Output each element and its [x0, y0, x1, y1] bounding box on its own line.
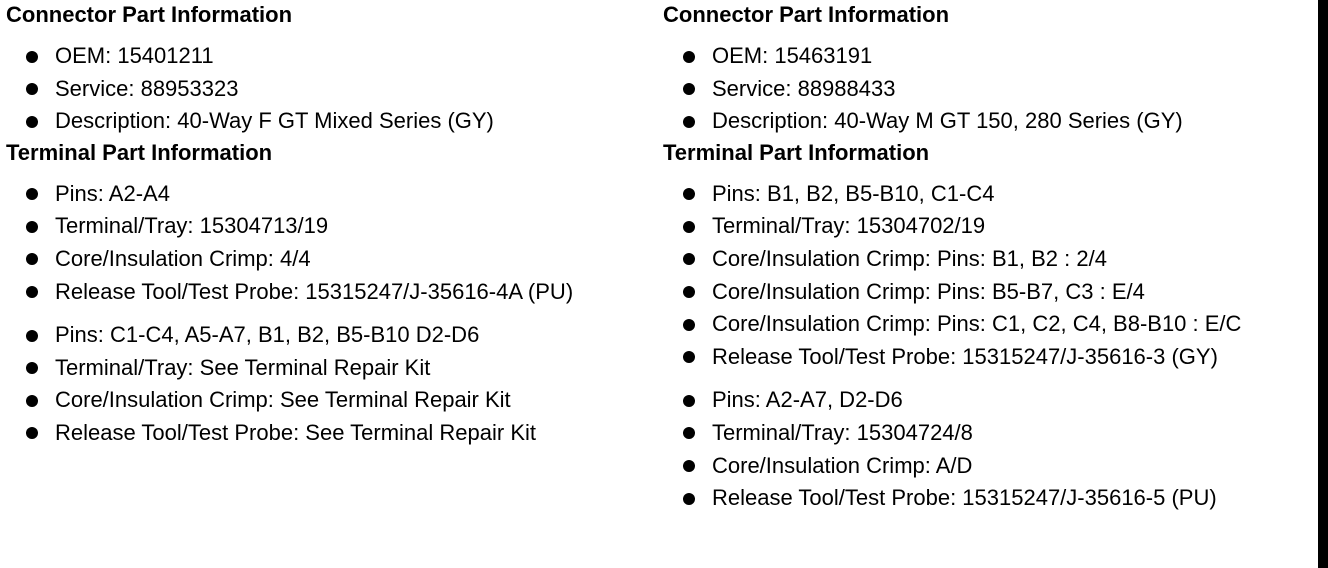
bullet-icon [26, 83, 38, 96]
connector-part-list: OEM: 15401211 Service: 88953323 Descript… [6, 40, 656, 138]
list-item: Core/Insulation Crimp: Pins: B1, B2 : 2/… [663, 243, 1318, 276]
list-item: Pins: A2-A7, D2-D6 [663, 384, 1318, 417]
terminal-part-list-2: Pins: A2-A7, D2-D6 Terminal/Tray: 153047… [663, 384, 1318, 514]
list-item: Pins: A2-A4 [6, 178, 656, 211]
list-item: Release Tool/Test Probe: 15315247/J-3561… [663, 482, 1318, 515]
list-item-text: Release Tool/Test Probe: 15315247/J-3561… [55, 278, 574, 304]
bullet-icon [683, 83, 695, 96]
list-item-text: Pins: A2-A7, D2-D6 [712, 387, 903, 413]
list-item-text: Terminal/Tray: 15304713/19 [55, 213, 329, 239]
list-item: Service: 88953323 [6, 73, 656, 106]
list-item: Release Tool/Test Probe: 15315247/J-3561… [663, 341, 1318, 374]
list-item-text: Core/Insulation Crimp: Pins: B1, B2 : 2/… [712, 245, 1107, 271]
bullet-icon [26, 220, 38, 233]
list-item-text: Core/Insulation Crimp: A/D [712, 452, 973, 478]
left-column: Connector Part Information OEM: 15401211… [6, 0, 656, 450]
list-item-text: Service: 88988433 [712, 75, 896, 101]
list-item-text: Pins: B1, B2, B5-B10, C1-C4 [712, 180, 995, 206]
bullet-icon [26, 188, 38, 201]
list-item-text: Core/Insulation Crimp: Pins: C1, C2, C4,… [712, 311, 1242, 337]
list-item: Terminal/Tray: See Terminal Repair Kit [6, 352, 656, 385]
list-item: Release Tool/Test Probe: 15315247/J-3561… [6, 276, 656, 309]
list-item-text: Release Tool/Test Probe: 15315247/J-3561… [712, 485, 1217, 511]
terminal-part-list-1: Pins: B1, B2, B5-B10, C1-C4 Terminal/Tra… [663, 178, 1318, 374]
list-item: Core/Insulation Crimp: Pins: C1, C2, C4,… [663, 308, 1318, 341]
bullet-icon [683, 351, 695, 364]
bullet-icon [683, 427, 695, 440]
list-item-text: Pins: C1-C4, A5-A7, B1, B2, B5-B10 D2-D6 [55, 322, 480, 348]
list-item-text: Pins: A2-A4 [55, 180, 170, 206]
list-item: Pins: B1, B2, B5-B10, C1-C4 [663, 178, 1318, 211]
bullet-icon [683, 286, 695, 299]
bullet-icon [683, 220, 695, 233]
list-item-text: Description: 40-Way F GT Mixed Series (G… [55, 108, 494, 134]
terminal-part-heading: Terminal Part Information [663, 139, 930, 165]
bullet-icon [683, 318, 695, 331]
list-item: Core/Insulation Crimp: See Terminal Repa… [6, 384, 656, 417]
list-item-text: Core/Insulation Crimp: 4/4 [55, 245, 311, 271]
right-edge-bar [1318, 0, 1328, 568]
list-item: Release Tool/Test Probe: See Terminal Re… [6, 417, 656, 450]
bullet-icon [26, 253, 38, 266]
list-item: OEM: 15463191 [663, 40, 1318, 73]
list-item: Terminal/Tray: 15304724/8 [663, 417, 1318, 450]
bullet-icon [26, 50, 38, 63]
list-item-text: Description: 40-Way M GT 150, 280 Series… [712, 108, 1183, 134]
list-item: Pins: C1-C4, A5-A7, B1, B2, B5-B10 D2-D6 [6, 319, 656, 352]
list-item-text: Core/Insulation Crimp: Pins: B5-B7, C3 :… [712, 278, 1145, 304]
list-item-text: Release Tool/Test Probe: 15315247/J-3561… [712, 343, 1218, 369]
connector-part-heading: Connector Part Information [663, 2, 950, 27]
list-item: Description: 40-Way M GT 150, 280 Series… [663, 105, 1318, 138]
list-item: Core/Insulation Crimp: A/D [663, 450, 1318, 483]
bullet-icon [26, 115, 38, 128]
bullet-icon [683, 50, 695, 63]
terminal-part-list-1: Pins: A2-A4 Terminal/Tray: 15304713/19 C… [6, 178, 656, 308]
terminal-part-list-2: Pins: C1-C4, A5-A7, B1, B2, B5-B10 D2-D6… [6, 319, 656, 449]
bullet-icon [683, 188, 695, 201]
bullet-icon [683, 115, 695, 128]
list-item-text: Release Tool/Test Probe: See Terminal Re… [55, 419, 536, 445]
list-item: Description: 40-Way F GT Mixed Series (G… [6, 105, 656, 138]
bullet-icon [683, 394, 695, 407]
list-item-text: Service: 88953323 [55, 75, 239, 101]
list-item: OEM: 15401211 [6, 40, 656, 73]
list-item-text: Terminal/Tray: 15304702/19 [712, 213, 986, 239]
bullet-icon [683, 492, 695, 505]
bullet-icon [26, 329, 38, 342]
bullet-icon [26, 427, 38, 440]
bullet-icon [683, 253, 695, 266]
bullet-icon [683, 460, 695, 473]
terminal-part-heading: Terminal Part Information [6, 139, 273, 165]
bullet-icon [26, 394, 38, 407]
list-item: Terminal/Tray: 15304713/19 [6, 210, 656, 243]
list-item-text: Terminal/Tray: See Terminal Repair Kit [55, 354, 431, 380]
list-item: Service: 88988433 [663, 73, 1318, 106]
list-item: Core/Insulation Crimp: 4/4 [6, 243, 656, 276]
connector-part-list: OEM: 15463191 Service: 88988433 Descript… [663, 40, 1318, 138]
list-item: Terminal/Tray: 15304702/19 [663, 210, 1318, 243]
list-item: Core/Insulation Crimp: Pins: B5-B7, C3 :… [663, 276, 1318, 309]
list-item-text: Terminal/Tray: 15304724/8 [712, 419, 973, 445]
bullet-icon [26, 362, 38, 375]
list-item-text: OEM: 15401211 [55, 43, 214, 68]
list-item-text: Core/Insulation Crimp: See Terminal Repa… [55, 387, 511, 413]
bullet-icon [26, 286, 38, 299]
connector-part-heading: Connector Part Information [6, 2, 293, 27]
right-column: Connector Part Information OEM: 15463191… [663, 0, 1318, 515]
list-item-text: OEM: 15463191 [712, 43, 873, 68]
